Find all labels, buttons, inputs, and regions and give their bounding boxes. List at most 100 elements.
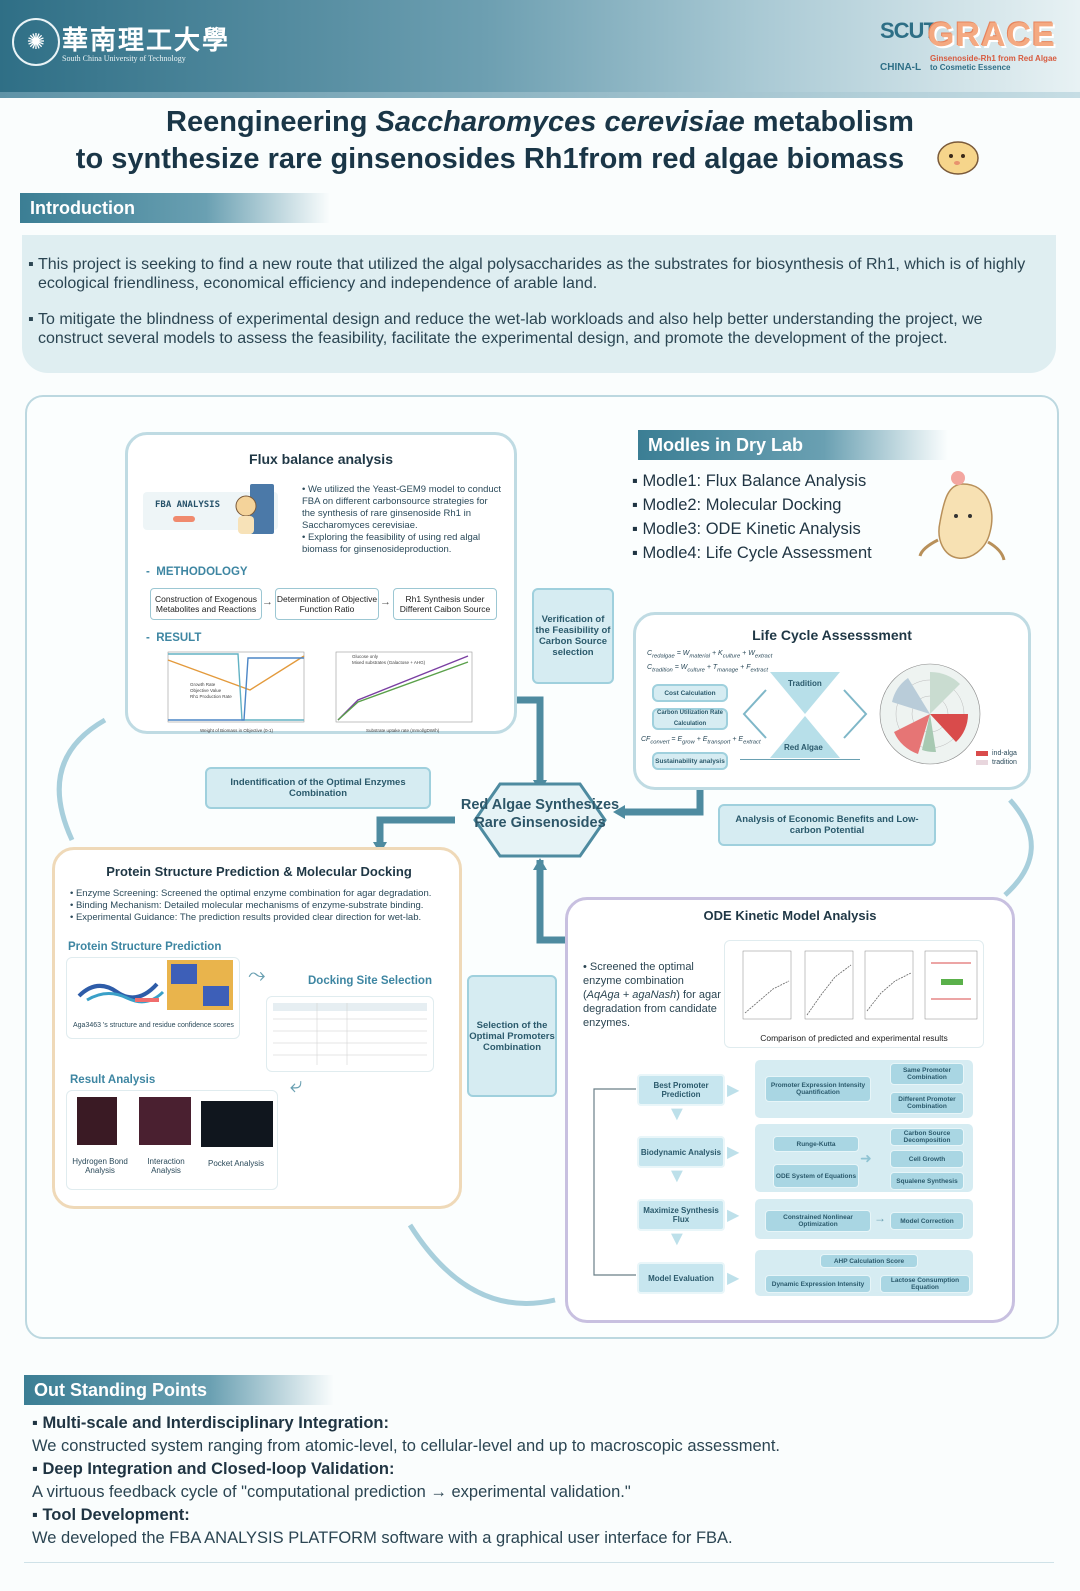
chart2-legend-1: Glucose only (352, 654, 379, 659)
ode-description: • Screened the optimal enzyme combinatio… (583, 961, 721, 1029)
fba-result-chart-1: Growth Rate Objective Value Rh1 Producti… (167, 651, 305, 733)
lca-step-cost: Cost Calculation (652, 684, 728, 702)
lca-legend-1: ind-alga (992, 750, 1017, 757)
ode-title: ODE Kinetic Model Analysis (703, 908, 877, 923)
down-arrow-icon: ▼ (667, 1228, 687, 1250)
ode-cell-intensity: Promoter Expression Intensity Quantifica… (765, 1076, 871, 1102)
chart1-legend-3: Rh1 Production Rate (190, 694, 232, 699)
protein-bullet-text: Enzyme Screening: Screened the optimal e… (75, 888, 432, 899)
result-label-pocket: Pocket Analysis (207, 1159, 265, 1168)
docking-table-figure (266, 996, 434, 1072)
lca-formula-2: Ctradition = Wculture + Tmanage + Fextra… (647, 664, 768, 674)
structure-figure: Aga3463 's structure and residue confide… (66, 957, 240, 1039)
outstanding-text-3: We developed the FBA ANALYSIS PLATFORM s… (32, 1529, 733, 1547)
university-seal-icon: ✺ (12, 18, 60, 66)
lca-formula-3: CFconvert = Egrow + Etransport + Eextrac… (641, 736, 761, 746)
result-analysis-figure: Hydrogen Bond Analysis Interaction Analy… (66, 1090, 278, 1190)
tag-promoters: Selection of the Optimal Promoters Combi… (467, 975, 557, 1097)
outstanding-title-3: ▪ Tool Development: (32, 1506, 190, 1524)
result-analysis-heading: Result Analysis (70, 1074, 156, 1086)
ode-cell-ode-system: ODE System of Equations (773, 1164, 859, 1188)
introduction-heading: Introduction (20, 193, 330, 223)
outstanding-text-1: We constructed system ranging from atomi… (32, 1437, 781, 1455)
structure-caption: Aga3463 's structure and residue confide… (73, 1022, 234, 1029)
title-text: Reengineering (166, 106, 376, 138)
chart1-xlabel: Weight of Biomass in Objective (0-1) (200, 728, 273, 733)
ode-text-post: ) for agar degradation from candidate en… (583, 989, 721, 1029)
outstanding-heading: Out Standing Points (24, 1375, 334, 1405)
ode-cell-ahp: AHP Calculation Score (820, 1254, 918, 1268)
team-tagline-2: to Cosmetic Essence (930, 63, 1011, 72)
dry-lab-item-text: Modle4: Life Cycle Assessment (642, 544, 872, 562)
method-step-2: Determination of Objective Function Rati… (275, 588, 379, 620)
docking-table (273, 1003, 427, 1065)
university-name-en: South China University of Technology (62, 54, 186, 63)
flux-bullet-2: • Exploring the feasibility of using red… (302, 532, 481, 555)
outstanding-title-1: ▪ Multi-scale and Interdisciplinary Inte… (32, 1414, 389, 1432)
right-arrow-icon: ▶ (727, 1082, 740, 1099)
lca-legend-2: tradition (992, 759, 1017, 766)
ode-figure-caption: Comparison of predicted and experimental… (760, 1033, 948, 1043)
flux-title: Flux balance analysis (249, 451, 393, 467)
dry-lab-item-text: Modle1: Flux Balance Analysis (642, 472, 867, 490)
tag-verification: Verification of the Feasibility of Carbo… (532, 588, 614, 684)
ode-cell-lactose: Lactose Consumption Equation (880, 1275, 970, 1293)
methodology-heading: - METHODOLOGY (146, 566, 248, 578)
curved-arrow-icon: ⤶ (290, 1072, 303, 1097)
legend-swatch-indalga (976, 751, 988, 756)
result-label-interaction: Interaction Analysis (147, 1157, 185, 1175)
team-scut: SCUT (880, 18, 937, 43)
down-arrow-icon: ▼ (667, 1103, 687, 1125)
intro-paragraph-1: ▪ This project is seeking to find a new … (28, 255, 1038, 293)
ode-cell-same: Same Promoter Combination (890, 1063, 964, 1085)
result-label-hydrogen: Hydrogen Bond Analysis (72, 1157, 128, 1175)
flux-bullets: • We utilized the Yeast-GEM9 model to co… (302, 484, 502, 556)
fba-logo-text: FBA ANALYSIS (155, 500, 221, 510)
title-text: metabolism (744, 106, 914, 138)
result-heading: - RESULT (146, 632, 202, 644)
lca-step-sustain: Sustainability analysis (652, 752, 728, 770)
right-arrow-icon: ➜ (860, 1150, 872, 1166)
poster-title-line1: Reengineering Saccharomyces cerevisiae m… (0, 104, 1080, 141)
outstanding-text-2: A virtuous feedback cycle of "computatio… (32, 1483, 631, 1501)
lca-comparison-diagram: Tradition Red Algae (742, 672, 868, 758)
chart2-xlabel: Substrate uptake rate (mmol/gDW/h) (366, 728, 440, 733)
result-heading-text: RESULT (156, 632, 202, 644)
protein-bullet-2: • Binding Mechanism: Detailed molecular … (70, 900, 424, 911)
lca-arrow-line (740, 759, 860, 760)
right-arrow-icon: ▶ (727, 1144, 740, 1161)
flux-bullet-text-2: Exploring the feasibility of using red a… (302, 532, 481, 555)
university-name-cn: 華南理工大學 (62, 26, 231, 56)
dry-lab-item-4: ▪ Modle4: Life Cycle Assessment (632, 544, 872, 562)
ode-comparison-figure: Comparison of predicted and experimental… (724, 940, 984, 1048)
protein-bullets: • Enzyme Screening: Screened the optimal… (70, 888, 450, 924)
ode-step-biodynamic: Biodynamic Analysis (637, 1136, 725, 1168)
lca-radar-chart (879, 663, 981, 765)
bullet-icon: ▪ (28, 311, 34, 328)
dry-lab-item-text: Modle3: ODE Kinetic Analysis (642, 520, 861, 538)
header-banner (0, 0, 1080, 92)
title-species: Saccharomyces cerevisiae (375, 106, 745, 138)
outstanding-title-text: Deep Integration and Closed-loop Validat… (42, 1460, 395, 1478)
lca-step-carbon: Carbon Utilization Rate Calculation (652, 708, 728, 730)
interaction-image (139, 1097, 191, 1145)
ode-cell-rungekutta: Runge-Kutta (773, 1136, 859, 1152)
hub-label: Red Algae Synthesizes Rare Ginsenosides (460, 797, 620, 831)
footer-divider (24, 1562, 1054, 1563)
arrow-right-icon: → (380, 596, 391, 608)
introduction-box: ▪ This project is seeking to find a new … (22, 235, 1056, 373)
door-character-icon (235, 484, 274, 534)
ode-cell-squalene: Squalene Synthesis (890, 1172, 964, 1190)
intro-text-2: To mitigate the blindness of experimenta… (38, 311, 983, 347)
pocket-image (201, 1101, 273, 1147)
ode-cell-dynamic: Dynamic Expression Intensity (765, 1275, 871, 1293)
outstanding-title-text: Multi-scale and Interdisciplinary Integr… (42, 1414, 389, 1432)
protein-structure-image (77, 960, 233, 1010)
team-china: CHINA-L (880, 62, 922, 73)
ode-step-promoter: Best Promoter Prediction (637, 1074, 725, 1106)
ode-comparison-plots (742, 950, 978, 1020)
protein-bullet-3: • Experimental Guidance: The prediction … (70, 912, 422, 923)
lca-title: Life Cycle Assesssment (752, 627, 912, 643)
ginseng-mascot-icon (918, 471, 1006, 561)
docking-heading: Docking Site Selection (308, 975, 432, 987)
